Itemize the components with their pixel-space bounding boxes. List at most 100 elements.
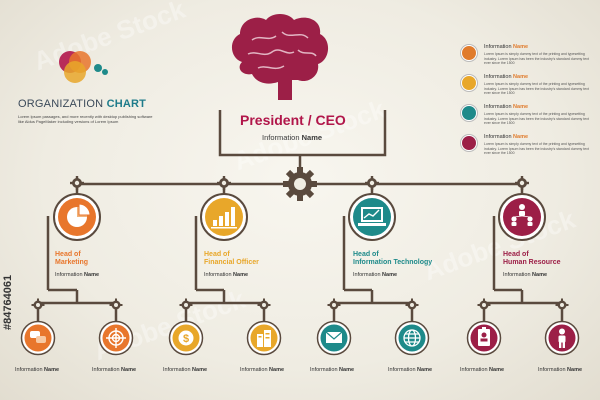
- legend-label: Information: [484, 44, 512, 50]
- small-gear-icon: [109, 298, 123, 312]
- info-prefix: Information: [538, 367, 566, 373]
- small-gear-icon: [515, 176, 529, 190]
- ceo-title: President / CEO: [240, 112, 346, 128]
- head-hr-node: [498, 193, 546, 241]
- sub-info-3: Information Name: [163, 367, 207, 373]
- buildings-icon: [257, 330, 271, 347]
- legend-label: Information: [484, 134, 512, 140]
- speech-bubbles-icon: [30, 331, 46, 343]
- legend-name: Name: [513, 104, 529, 110]
- svg-text:$: $: [183, 333, 189, 345]
- gear-icon: [283, 167, 317, 201]
- info-prefix: Information: [388, 367, 416, 373]
- small-gear-icon: [405, 298, 419, 312]
- small-gear-icon: [555, 298, 569, 312]
- legend-title-2: Information Name: [484, 74, 528, 80]
- info-name: Name: [44, 367, 60, 373]
- head-it-node: [348, 193, 396, 241]
- head-finance-title: Head of Financial Officer: [204, 251, 259, 267]
- legend-title-3: Information Name: [484, 104, 528, 110]
- sub-node-6: [394, 320, 430, 356]
- head-line1: Head of: [55, 251, 81, 258]
- legend-desc-4: Lorem Ipsum is simply dummy text of the …: [484, 142, 589, 155]
- sub-info-1: Information Name: [15, 367, 59, 373]
- info-name: Name: [121, 367, 137, 373]
- info-prefix: Information: [55, 272, 83, 278]
- ceo-info-name: Name: [301, 133, 323, 142]
- head-hr-info: Information Name: [503, 272, 547, 278]
- info-name: Name: [489, 367, 505, 373]
- small-gear-icon: [477, 298, 491, 312]
- small-gear-icon: [257, 298, 271, 312]
- head-line1: Head of: [204, 251, 230, 258]
- info-name: Name: [339, 367, 355, 373]
- pie-chart-icon: [67, 203, 91, 227]
- info-prefix: Information: [163, 367, 191, 373]
- small-gear-icon: [217, 176, 231, 190]
- sub-info-5: Information Name: [310, 367, 354, 373]
- head-finance-info: Information Name: [204, 272, 248, 278]
- small-gear-icon: [327, 298, 341, 312]
- head-line2: Information Technology: [353, 259, 433, 266]
- envelope-icon: [325, 331, 343, 343]
- id-card-icon: [478, 327, 490, 346]
- info-name: Name: [532, 272, 548, 278]
- sub-info-6: Information Name: [388, 367, 432, 373]
- sub-info-2: Information Name: [92, 367, 136, 373]
- legend-title-1: Information Name: [484, 44, 528, 50]
- legend-title-4: Information Name: [484, 134, 528, 140]
- sub-info-4: Information Name: [240, 367, 284, 373]
- head-line2: Marketing: [55, 259, 89, 266]
- sub-node-7: [466, 320, 502, 356]
- info-prefix: Information: [503, 272, 531, 278]
- info-prefix: Information: [353, 272, 381, 278]
- sub-node-3: $: [168, 320, 204, 356]
- info-name: Name: [269, 367, 285, 373]
- legend-marker-teal: [461, 105, 477, 121]
- info-name: Name: [417, 367, 433, 373]
- head-line1: Head of: [353, 251, 379, 258]
- brain-icon: [231, 14, 329, 100]
- stock-id: #84764061: [2, 274, 14, 330]
- legend-name: Name: [513, 44, 529, 50]
- head-marketing-info: Information Name: [55, 272, 99, 278]
- ceo-info-prefix: Information: [262, 133, 300, 142]
- small-gear-icon: [31, 298, 45, 312]
- legend-marker-crimson: [461, 135, 477, 151]
- info-name: Name: [382, 272, 398, 278]
- page-title: ORGANIZATION CHART: [18, 98, 146, 110]
- legend-desc-2: Lorem Ipsum is simply dummy text of the …: [484, 82, 589, 95]
- sub-node-5: [316, 320, 352, 356]
- sub-node-4: [246, 320, 282, 356]
- info-name: Name: [192, 367, 208, 373]
- target-icon: [106, 328, 126, 348]
- sub-node-1: [20, 320, 56, 356]
- small-gear-icon: [70, 176, 84, 190]
- head-line1: Head of: [503, 251, 529, 258]
- head-line2: Human Resource: [503, 259, 561, 266]
- small-gear-icon: [179, 298, 193, 312]
- dollar-coin-icon: $: [178, 330, 194, 346]
- info-prefix: Information: [92, 367, 120, 373]
- small-gear-icon: [365, 176, 379, 190]
- ceo-info: Information Name: [262, 133, 322, 142]
- head-marketing-title: Head of Marketing: [55, 251, 88, 267]
- legend-label: Information: [484, 74, 512, 80]
- info-prefix: Information: [460, 367, 488, 373]
- sub-node-8: [544, 320, 580, 356]
- header-description: Lorem Ipsum passages, and more recently …: [18, 114, 153, 124]
- info-prefix: Information: [240, 367, 268, 373]
- info-prefix: Information: [15, 367, 43, 373]
- info-name: Name: [567, 367, 583, 373]
- sub-node-2: [98, 320, 134, 356]
- legend-label: Information: [484, 104, 512, 110]
- title-part2: CHART: [106, 98, 147, 110]
- head-finance-node: [200, 193, 248, 241]
- info-name: Name: [84, 272, 100, 278]
- globe-icon: [403, 329, 421, 347]
- logo-circles-icon: [59, 51, 108, 83]
- legend-desc-3: Lorem Ipsum is simply dummy text of the …: [484, 112, 589, 125]
- legend-name: Name: [513, 74, 529, 80]
- info-name: Name: [233, 272, 249, 278]
